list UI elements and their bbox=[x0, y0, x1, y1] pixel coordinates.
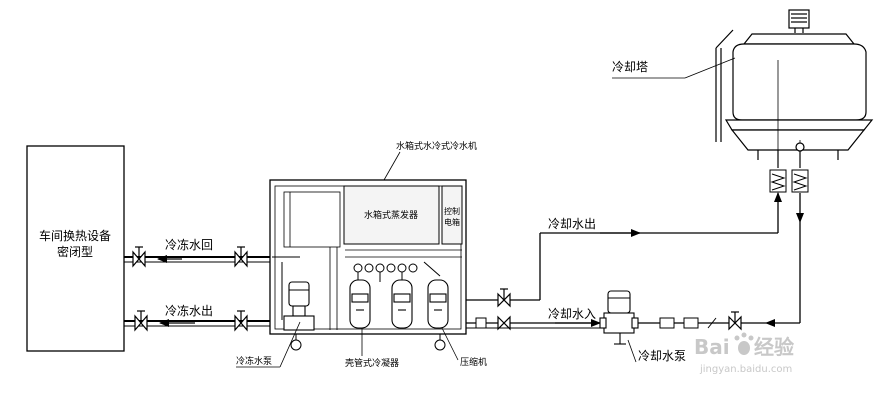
control-box bbox=[441, 185, 463, 245]
condenser-label: 壳管式冷凝器 bbox=[345, 357, 399, 369]
chiller-title-leader bbox=[383, 151, 401, 181]
gauge-row bbox=[353, 261, 441, 282]
compressor-cylinder bbox=[349, 279, 371, 329]
unit-wheels bbox=[290, 334, 446, 351]
valve-icon bbox=[728, 311, 742, 331]
baidu-watermark: Bai 经验 jingyan.baidu.com bbox=[694, 332, 794, 375]
cooling-water-in-pipe bbox=[466, 193, 804, 329]
control-box-label-2: 电箱 bbox=[444, 217, 460, 227]
control-box-label-1: 控制 bbox=[444, 206, 460, 216]
valve-icon bbox=[497, 288, 511, 308]
valve-icon bbox=[234, 310, 248, 332]
watermark-brand-left: Bai bbox=[694, 335, 730, 359]
valve-icon bbox=[497, 315, 511, 331]
evaporator-label: 水箱式蒸发器 bbox=[364, 209, 418, 221]
flex-joint-icon bbox=[475, 317, 717, 329]
cooling-water-out-pipe bbox=[466, 192, 782, 301]
valve-icon bbox=[132, 246, 146, 268]
cooling-tower-label: 冷却塔 bbox=[612, 60, 648, 74]
compressor-cylinder bbox=[427, 279, 449, 329]
workshop-equipment-box bbox=[26, 145, 125, 352]
tower-label-leader bbox=[684, 57, 736, 79]
watermark-brand-right: 经验 bbox=[754, 335, 794, 359]
cooling-water-pump-icon bbox=[599, 290, 639, 345]
cooling-water-in-label: 冷却水入 bbox=[548, 307, 596, 321]
chilled-water-out-label: 冷冻水出 bbox=[165, 303, 213, 318]
cooling-pump-leader bbox=[627, 339, 637, 363]
closed-type-label: 密闭型 bbox=[57, 244, 93, 259]
pump-label-leader bbox=[279, 321, 301, 368]
cooling-water-pump-label: 冷却水泵 bbox=[638, 349, 686, 363]
flex-joint-icon bbox=[769, 169, 809, 193]
valve-icon bbox=[134, 310, 148, 332]
paw-icon bbox=[734, 332, 754, 355]
workshop-equipment-label: 车间换热设备 bbox=[39, 228, 111, 243]
chilled-water-pump-icon bbox=[283, 281, 315, 331]
compressor-leader bbox=[441, 327, 459, 361]
chilled-water-pump-label: 冷冻水泵 bbox=[236, 355, 272, 367]
valve-icon bbox=[234, 246, 248, 268]
chiller-title-label: 水箱式水冷式冷水机 bbox=[396, 140, 477, 152]
watermark-url: jingyan.baidu.com bbox=[699, 364, 792, 375]
cooling-water-out-label: 冷却水出 bbox=[548, 217, 596, 231]
evaporator-panel bbox=[343, 185, 440, 245]
cooling-tower bbox=[715, 9, 874, 168]
chilled-water-return-pipe bbox=[124, 255, 270, 263]
compressor-cylinder bbox=[391, 279, 413, 329]
chilled-water-return-label: 冷冻水回 bbox=[165, 237, 213, 252]
compressor-label: 压缩机 bbox=[460, 356, 487, 368]
